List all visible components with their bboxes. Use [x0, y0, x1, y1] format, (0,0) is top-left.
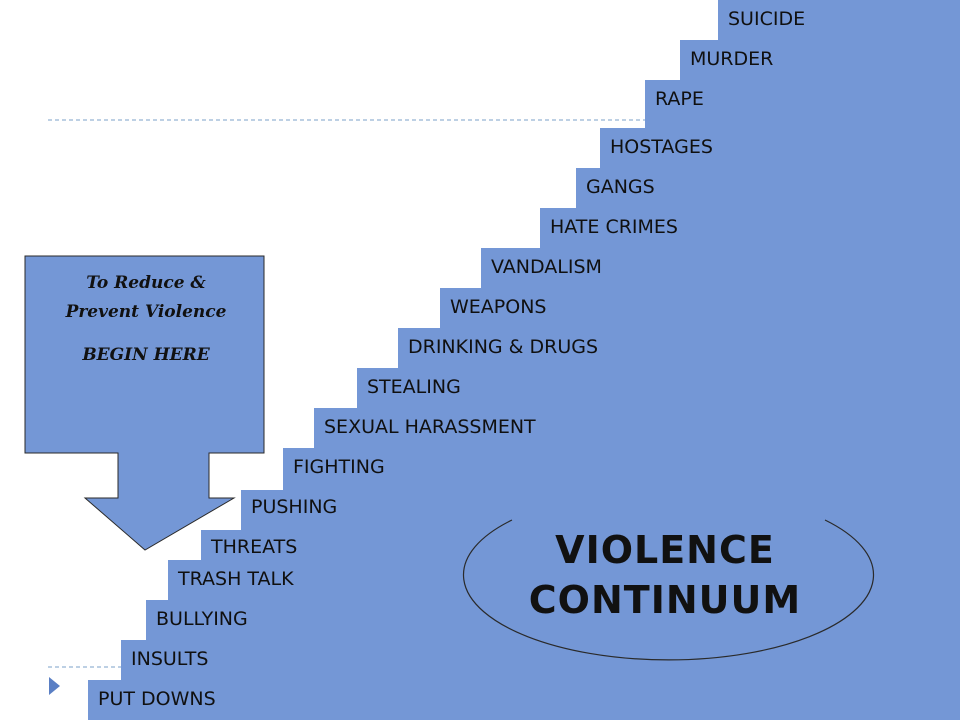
step-put-downs: PUT DOWNS [98, 688, 216, 710]
step-hostages: HOSTAGES [610, 136, 713, 158]
step-fighting: FIGHTING [293, 456, 385, 478]
title-ellipse [462, 519, 875, 661]
title-line-2: CONTINUUM [528, 578, 802, 622]
callout-line-2: Prevent Violence [65, 302, 227, 322]
step-stealing: STEALING [367, 376, 461, 398]
step-drinking-drugs: DRINKING & DRUGS [408, 336, 599, 358]
step-trash-talk: TRASH TALK [178, 568, 294, 590]
step-suicide: SUICIDE [728, 8, 806, 30]
begin-here-arrow [24, 255, 265, 551]
step-bullying: BULLYING [156, 608, 248, 630]
callout-line-3: BEGIN HERE [82, 345, 210, 365]
step-rape: RAPE [655, 88, 704, 110]
bullet-icon [49, 677, 60, 695]
step-gangs: GANGS [586, 176, 655, 198]
step-vandalism: VANDALISM [491, 256, 602, 278]
title-line-1: VIOLENCE [555, 528, 775, 572]
step-pushing: PUSHING [251, 496, 338, 518]
step-weapons: WEAPONS [450, 296, 547, 318]
step-threats: THREATS [211, 536, 298, 558]
step-sexual-harassment: SEXUAL HARASSMENT [324, 416, 536, 438]
staircase [88, 0, 960, 720]
step-hate-crimes: HATE CRIMES [550, 216, 678, 238]
step-murder: MURDER [690, 48, 774, 70]
callout-line-1: To Reduce & [86, 273, 206, 293]
step-insults: INSULTS [131, 648, 209, 670]
